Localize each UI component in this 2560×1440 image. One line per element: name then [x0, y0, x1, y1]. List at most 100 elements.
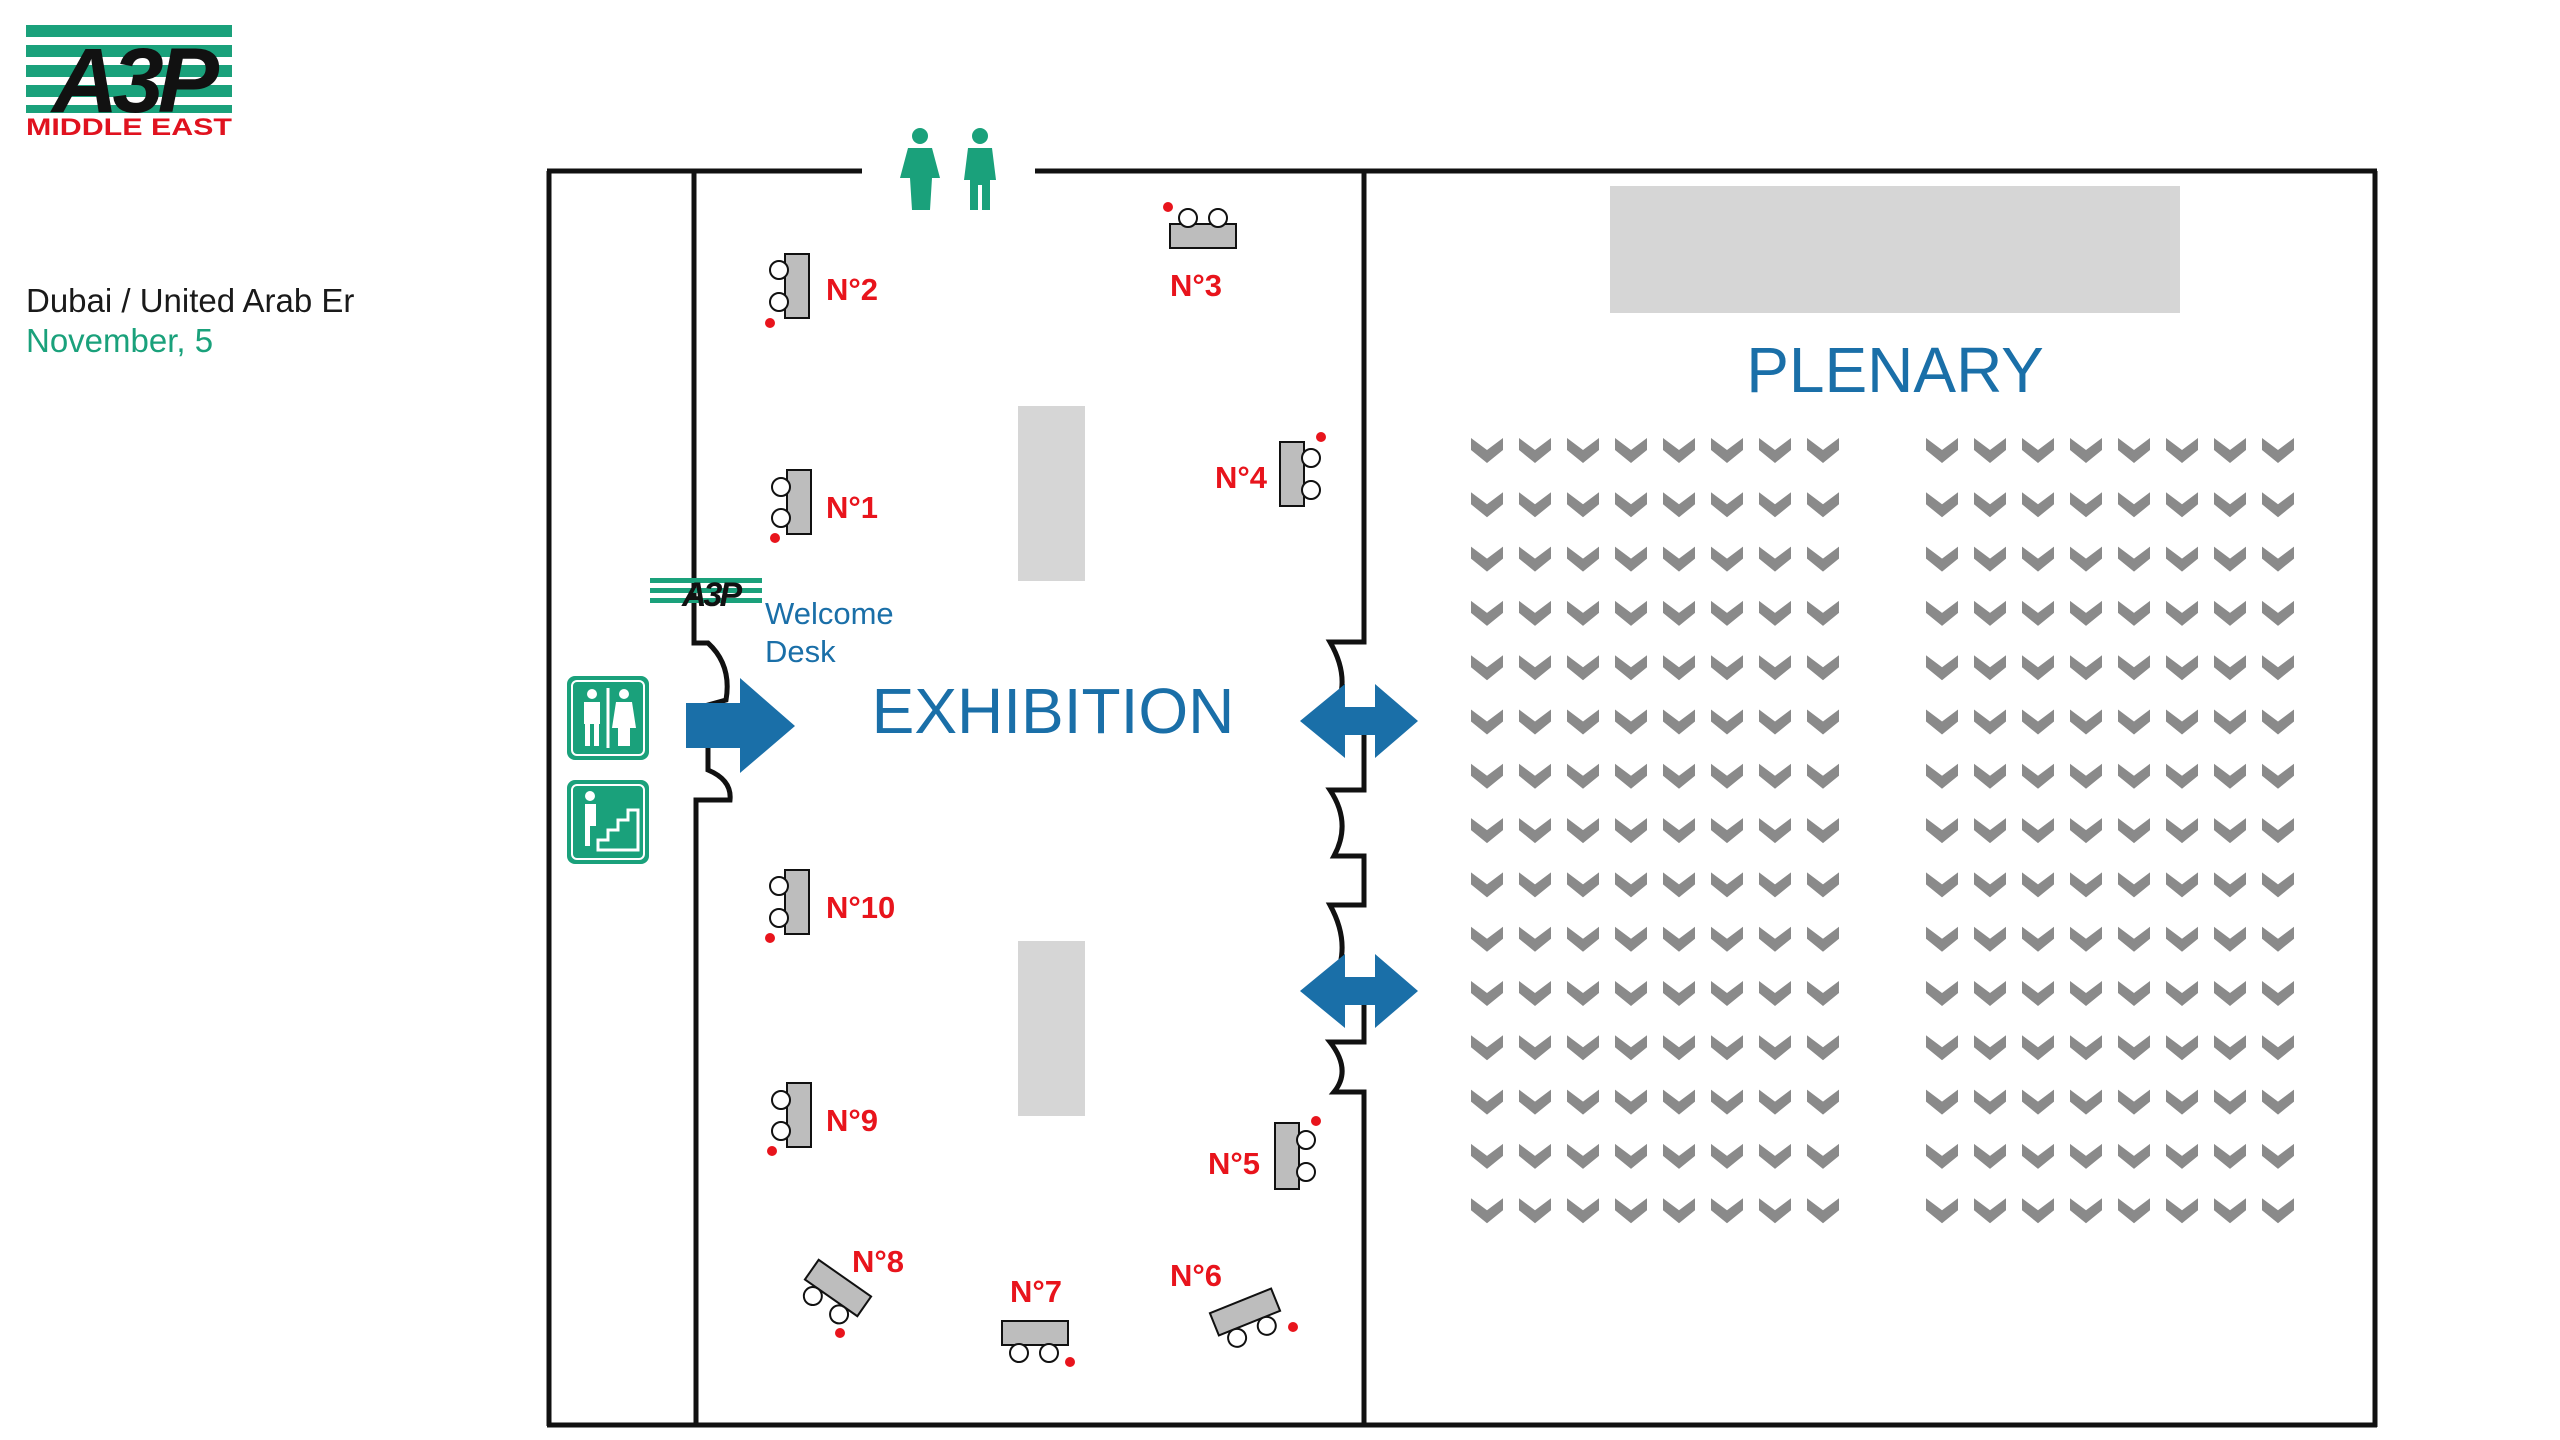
- seat-icon: [1471, 926, 1503, 952]
- double-arrow-icon: [1300, 684, 1418, 758]
- seat-icon: [1807, 926, 1839, 952]
- seat-icon: [2070, 438, 2102, 463]
- seat-icon: [1519, 1198, 1551, 1224]
- seat-icon: [2262, 438, 2294, 463]
- seat-icon: [1711, 600, 1743, 626]
- event-location: Dubai / United Arab Er: [26, 282, 355, 319]
- seat-icon: [1759, 872, 1791, 898]
- seat-icon: [1567, 709, 1599, 735]
- seat-icon: [1807, 546, 1839, 572]
- seat-icon: [1663, 1089, 1695, 1115]
- seat-icon: [1567, 546, 1599, 572]
- seat-icon: [1471, 492, 1503, 518]
- seat-icon: [2166, 709, 2198, 735]
- seat-icon: [1663, 709, 1695, 735]
- seat-icon: [2118, 926, 2150, 952]
- seat-icon: [2022, 926, 2054, 952]
- seat-icon: [1926, 1198, 1958, 1224]
- stand-label: N°1: [826, 490, 878, 525]
- seat-icon: [1974, 438, 2006, 463]
- seat-icon: [2214, 1198, 2246, 1224]
- seat-icon: [2262, 655, 2294, 681]
- stairs-icon: [567, 780, 649, 864]
- seat-icon: [1974, 981, 2006, 1006]
- seat-icon: [1711, 872, 1743, 898]
- seat-icon: [2070, 655, 2102, 681]
- seat-icon: [2118, 438, 2150, 463]
- seat-icon: [1807, 818, 1839, 844]
- seat-icon: [1519, 872, 1551, 898]
- building-walls: [546, 168, 2378, 1428]
- seat-icon: [1471, 1143, 1503, 1169]
- seat-icon: [1926, 1143, 1958, 1169]
- double-arrow-icon: [1300, 954, 1418, 1028]
- seat-icon: [1711, 492, 1743, 518]
- seat-icon: [1759, 492, 1791, 518]
- seat-icon: [2022, 600, 2054, 626]
- logo-subtitle: MIDDLE EAST: [26, 114, 232, 141]
- a3p-logo: A3P MIDDLE EAST: [26, 25, 232, 141]
- welcome-desk-logo: A3P: [650, 576, 762, 614]
- seat-icon: [2166, 872, 2198, 898]
- seat-icon: [1711, 1035, 1743, 1061]
- seat-icon: [1519, 1089, 1551, 1115]
- seat-icon: [2022, 1198, 2054, 1224]
- stand-label: N°6: [1170, 1258, 1222, 1293]
- seat-icon: [2262, 1198, 2294, 1224]
- seat-icon: [1471, 818, 1503, 844]
- seat-icon: [1711, 763, 1743, 789]
- seat-icon: [1519, 492, 1551, 518]
- seat-icon: [1567, 1035, 1599, 1061]
- seat-icon: [1519, 926, 1551, 952]
- seat-icon: [1567, 1198, 1599, 1224]
- seat-icon: [1759, 763, 1791, 789]
- seat-icon: [1567, 1143, 1599, 1169]
- plenary-stage: [1610, 186, 2180, 313]
- seat-icon: [2022, 818, 2054, 844]
- restroom-icon: [567, 676, 649, 760]
- seat-icon: [2214, 655, 2246, 681]
- display-block-lower: [1018, 941, 1085, 1116]
- seat-icon: [1663, 546, 1695, 572]
- seat-icon: [2262, 546, 2294, 572]
- seat-icon: [2166, 926, 2198, 952]
- seat-icon: [1711, 546, 1743, 572]
- seat-icon: [1471, 1089, 1503, 1115]
- seat-icon: [2214, 818, 2246, 844]
- seat-icon: [1615, 1143, 1647, 1169]
- seat-icon: [1663, 981, 1695, 1006]
- seat-icon: [2118, 763, 2150, 789]
- seat-icon: [2262, 1089, 2294, 1115]
- seat-icon: [2118, 1143, 2150, 1169]
- seat-icon: [2262, 709, 2294, 735]
- seat-icon: [1615, 1198, 1647, 1224]
- seat-icon: [2070, 600, 2102, 626]
- seat-icon: [2262, 1035, 2294, 1061]
- seat-icon: [2118, 872, 2150, 898]
- stand-8: N°8: [802, 1244, 904, 1338]
- seat-icon: [2214, 438, 2246, 463]
- seat-icon: [2070, 492, 2102, 518]
- seat-icon: [1567, 492, 1599, 518]
- seat-icon: [1567, 926, 1599, 952]
- seat-icon: [1926, 709, 1958, 735]
- seat-icon: [1807, 1198, 1839, 1224]
- seat-icon: [1759, 1035, 1791, 1061]
- seat-icon: [2214, 709, 2246, 735]
- seat-icon: [1759, 709, 1791, 735]
- seat-icon: [1615, 818, 1647, 844]
- stand-label: N°4: [1215, 460, 1268, 495]
- welcome-desk-line1: Welcome: [765, 596, 894, 631]
- seat-icon: [1519, 818, 1551, 844]
- seat-icon: [2214, 546, 2246, 572]
- seat-icon: [2214, 981, 2246, 1006]
- seat-icon: [1711, 709, 1743, 735]
- seat-icon: [1615, 709, 1647, 735]
- seat-icon: [1926, 546, 1958, 572]
- seat-icon: [1807, 981, 1839, 1006]
- seat-icon: [2262, 818, 2294, 844]
- seat-icon: [1615, 981, 1647, 1006]
- seat-icon: [2214, 926, 2246, 952]
- seat-icon: [1615, 1035, 1647, 1061]
- seat-icon: [1615, 926, 1647, 952]
